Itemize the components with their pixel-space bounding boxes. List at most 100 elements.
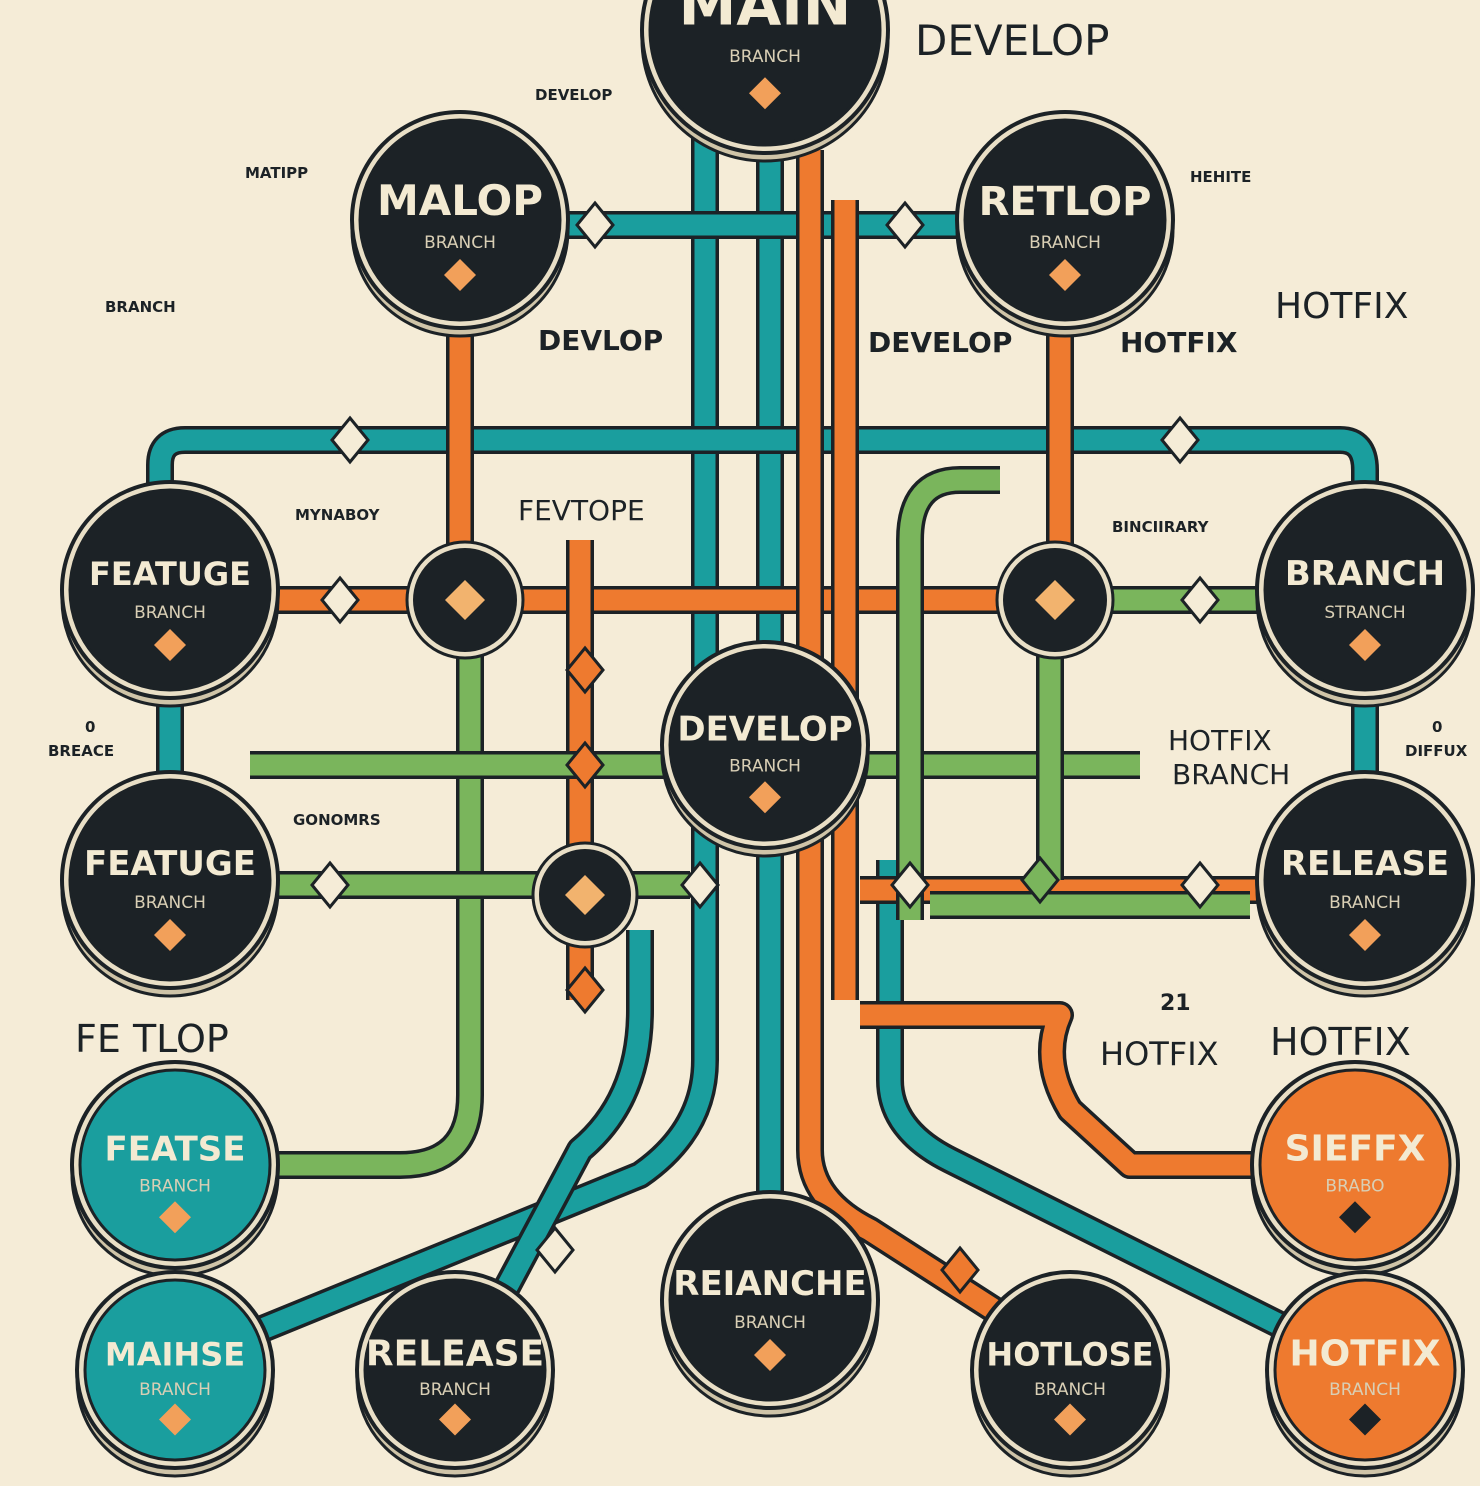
diamond-icon [749,781,781,814]
commit-marker-icon [535,1225,575,1275]
node-title: RELEASE [1281,844,1449,884]
node-title: SIEFFX [1285,1128,1426,1169]
node-subtitle: BRANCH [734,1313,806,1333]
node-title: RETLOP [979,179,1152,225]
green-branch-path-outline [896,466,1000,920]
label-fe-tlop: FE TLOP [75,1017,229,1061]
diamond-icon [1035,580,1075,620]
commit-marker-icon [565,965,605,1015]
label-breace: BREACE [48,742,114,760]
commit-marker-icon [575,200,615,250]
node-subtitle: BRANCH [1329,1380,1401,1400]
node-title: REIANCHE [673,1264,866,1304]
diamond-icon [445,580,485,620]
teal-branch-path [149,429,1376,500]
label-branch-left: BRANCH [105,298,176,316]
commit-marker-icon [1180,575,1220,625]
diamond-icon [754,1339,786,1371]
branch-node-develop[interactable]: DEVELOP BRANCH [660,640,870,858]
green-branch-path [899,469,1000,920]
node-subtitle: BRANCH [729,757,801,777]
label-matipp: MATIPP [245,164,308,182]
branch-nodes: MAINBRANCHMALOPBRANCHRETLOPBRANCHFEATUGE… [60,0,1475,1478]
branch-node-featse[interactable]: FEATSE BRANCH [70,1060,280,1278]
node-title: HOTFIX [1289,1334,1440,1375]
node-subtitle: BRANCH [139,1380,211,1400]
branch-node-featuge[interactable]: FEATUGE BRANCH [60,770,280,998]
diamond-icon [439,1403,471,1436]
branch-node-release[interactable]: RELEASE BRANCH [1255,770,1475,998]
commit-marker-icon [1180,860,1220,910]
diamond-icon [154,629,186,661]
diamond-icon [159,1201,191,1234]
branch-node-hotlose[interactable]: HOTLOSE BRANCH [970,1270,1170,1478]
diamond-icon [1349,629,1381,661]
label-hotfix-mid: HOTFIX [1120,326,1238,359]
teal-branch-path [256,130,716,1340]
diamond-icon [1054,1403,1086,1436]
commit-marker-icon [890,860,930,910]
teal-branch-path [879,860,1295,1340]
commit-marker-icon [320,575,360,625]
commit-marker-icon [565,740,605,790]
node-subtitle: BRANCH [1329,893,1401,913]
node-subtitle: BRABO [1325,1177,1384,1197]
node-subtitle: BRANCH [1034,1380,1106,1400]
node-subtitle: BRANCH [1029,233,1101,253]
node-title: FEATUGE [84,844,256,884]
node-subtitle: BRANCH [134,603,206,623]
junction-node[interactable] [531,841,639,949]
branch-node-malop[interactable]: MALOP BRANCH [350,110,570,338]
label-hotfix-branch-2: BRANCH [1172,758,1290,791]
label-devlop: DEVLOP [538,324,663,357]
node-subtitle: BRANCH [139,1177,211,1197]
node-title: BRANCH [1285,554,1445,594]
branch-node-hotfix[interactable]: HOTFIX BRANCH [1265,1270,1465,1478]
commit-marker-icon [680,860,720,910]
node-subtitle: BRANCH [424,233,496,253]
junction-node[interactable] [995,540,1115,660]
node-subtitle: BRANCH [134,893,206,913]
label-develop-top: DEVELOP [915,16,1109,65]
label-hotfix-low-1: HOTFIX [1100,1035,1219,1073]
commit-marker-icon [310,860,350,910]
diamond-icon [1349,1403,1381,1436]
node-title: HOTLOSE [986,1336,1153,1374]
diamond-icon [565,875,605,915]
node-subtitle: BRANCH [419,1380,491,1400]
diamond-icon [154,919,186,951]
commit-marker-icon [330,415,370,465]
node-title: DEVELOP [677,709,852,749]
branch-node-reianche[interactable]: REIANCHE BRANCH [660,1190,880,1418]
node-title: RELEASE [366,1334,544,1375]
label-gonomrs: GONOMRS [293,811,381,829]
junction-node[interactable] [405,540,525,660]
node-title: FEATSE [104,1129,245,1169]
label-zero-right: 0 [1432,718,1442,736]
diamond-icon [1049,259,1081,291]
label-hehite: HEHITE [1190,168,1251,186]
teal-branch-path [490,930,651,1305]
branch-node-sieffx[interactable]: SIEFFX BRABO [1250,1060,1460,1278]
green-branch-path [270,640,481,1176]
node-title: MALOP [377,176,543,225]
label-fevtope: FEVTOPE [518,494,645,527]
diamond-icon [444,259,476,291]
label-mynaboy: MYNABOY [295,506,381,524]
commit-marker-icon [1020,855,1060,905]
node-subtitle: BRANCH [729,47,801,67]
diamond-icon [1339,1201,1371,1234]
orange-branch-path [860,1004,1260,1176]
branch-node-release[interactable]: RELEASE BRANCH [355,1270,555,1478]
label-diffux: DIFFUX [1405,742,1468,760]
label-develop-small: DEVELOP [535,86,612,104]
label-develop-mid: DEVELOP [868,326,1012,359]
branch-node-retlop[interactable]: RETLOP BRANCH [955,110,1175,338]
diamond-icon [1349,919,1381,951]
green-branch-path-outline [270,640,484,1179]
